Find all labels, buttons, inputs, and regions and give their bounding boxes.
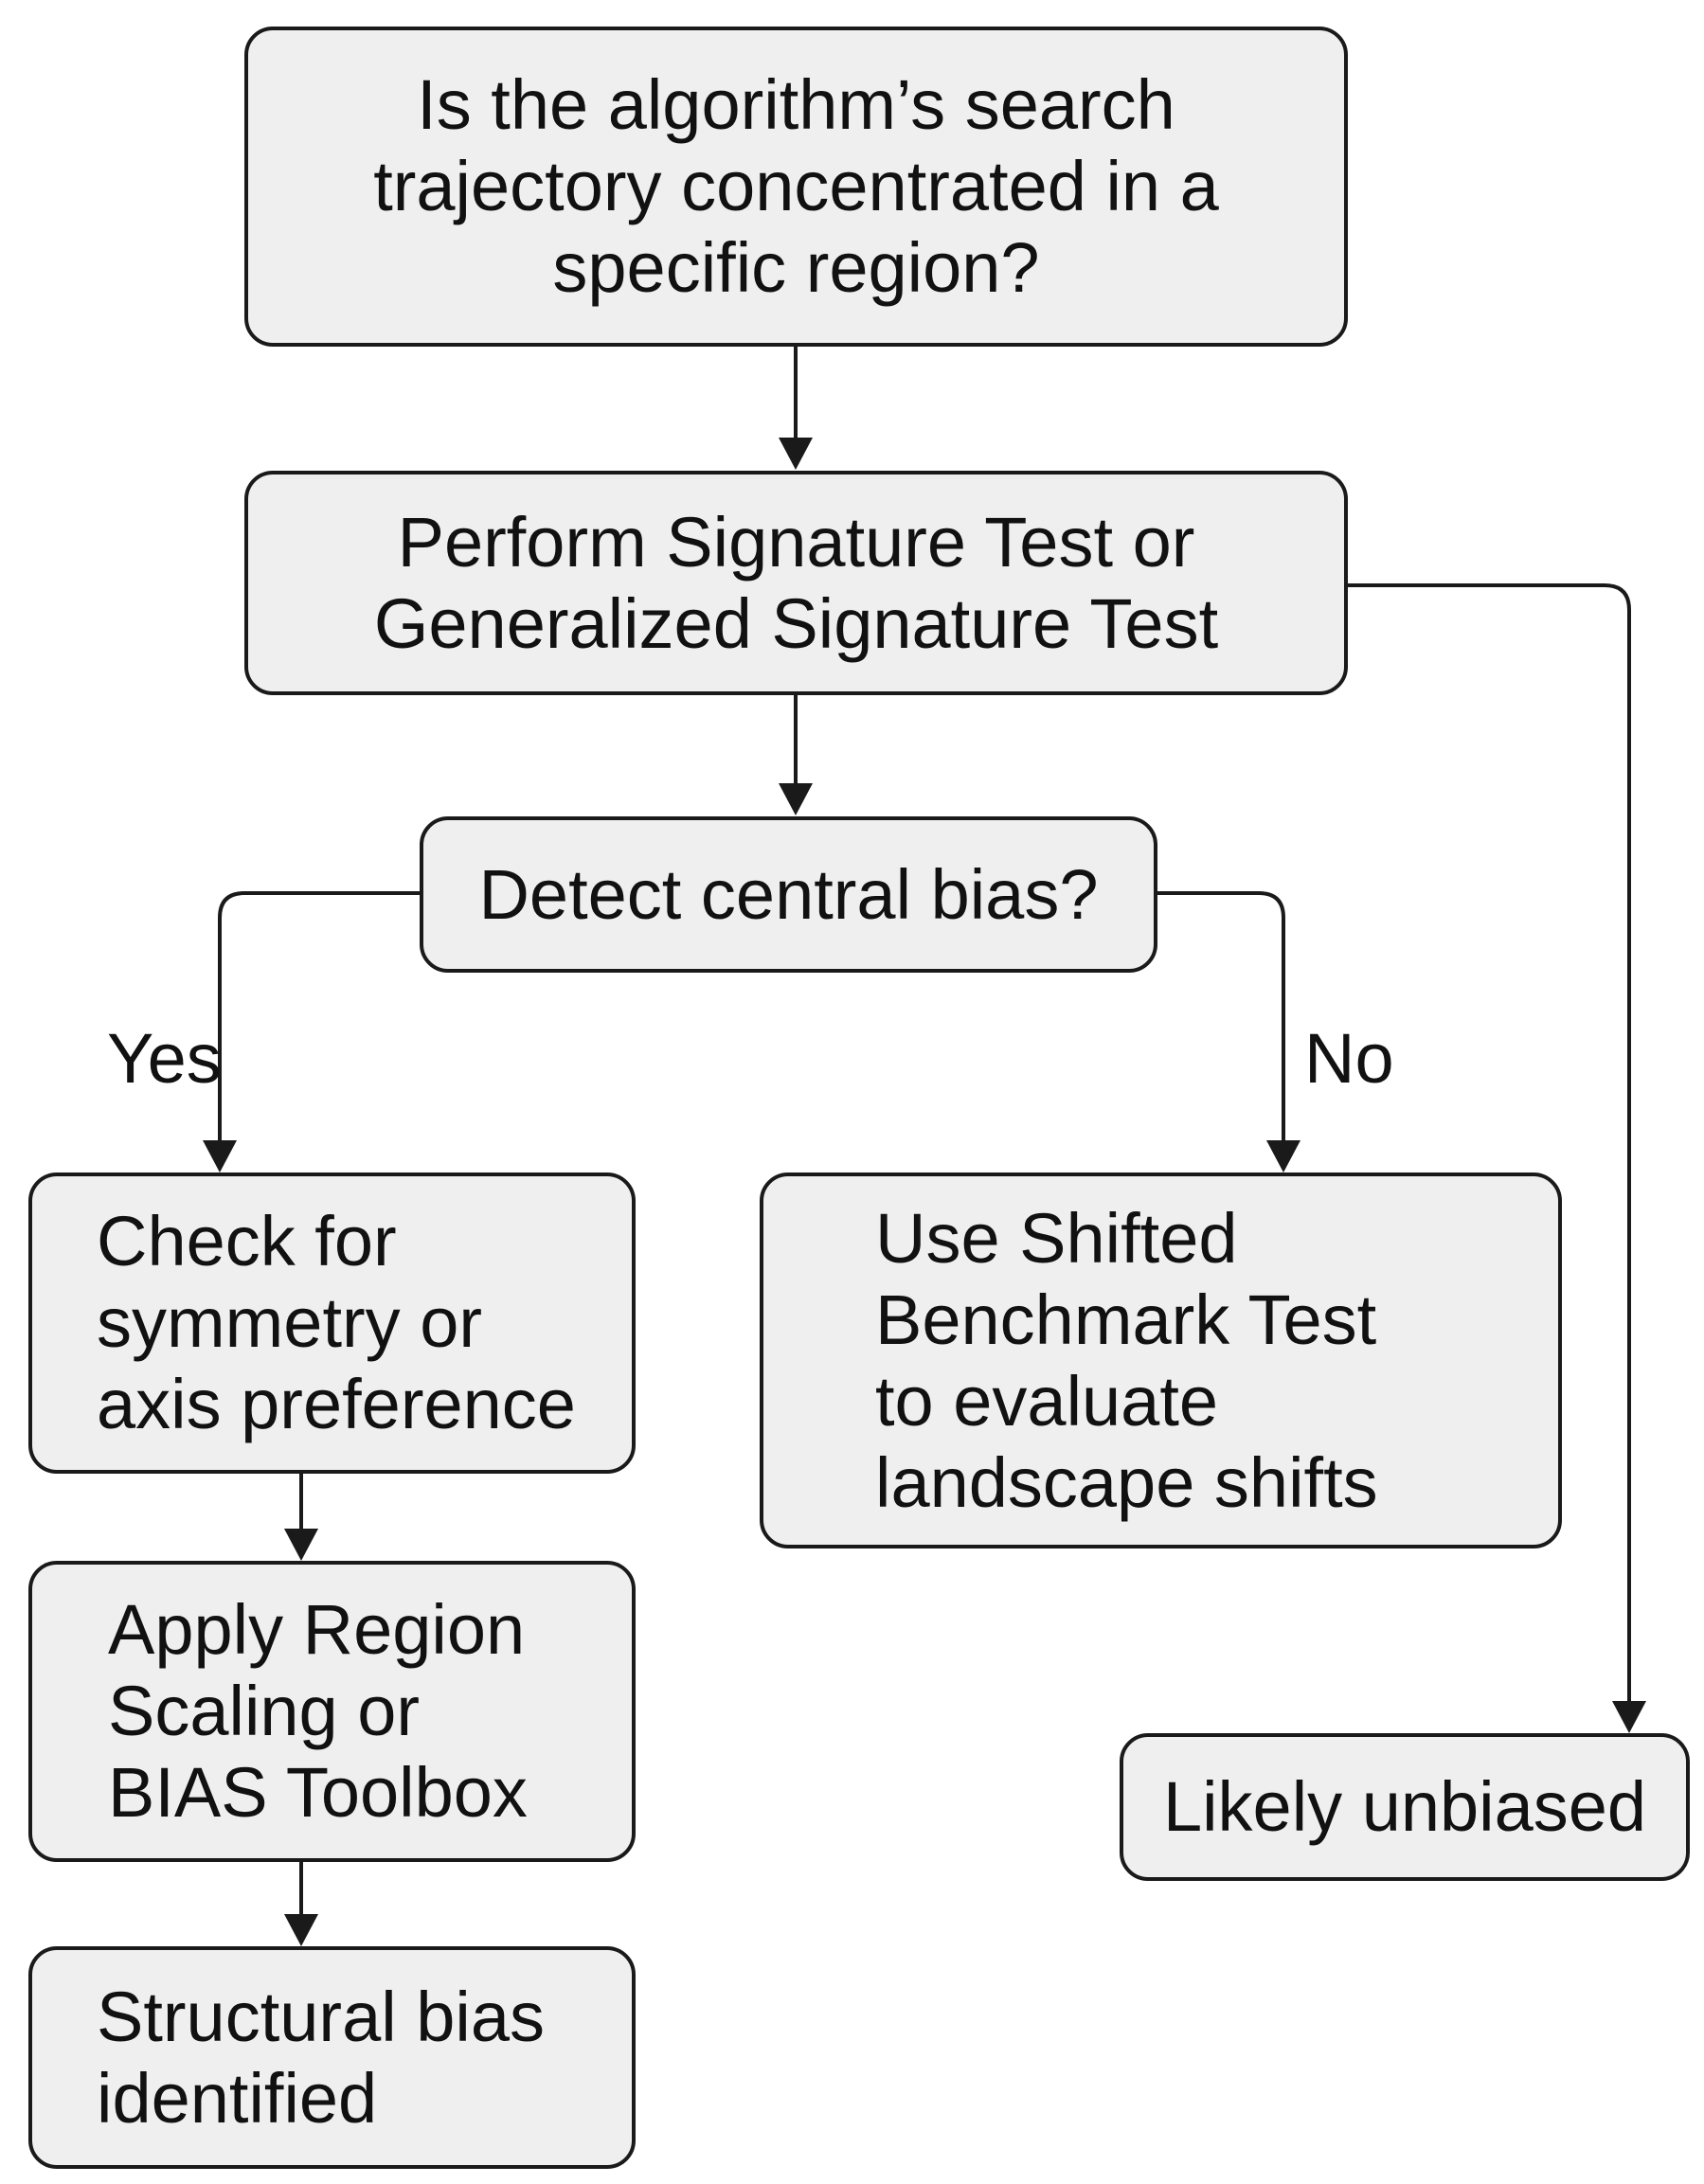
node-region-scaling: Apply Region Scaling or BIAS Toolbox	[28, 1561, 636, 1862]
arrowhead-region	[284, 1529, 318, 1561]
node-structural-bias-identified-label: Structural bias identified	[97, 1977, 545, 2138]
edge-label-yes: Yes	[107, 1019, 222, 1098]
edge-signature-to-unbiased	[1348, 583, 1631, 1709]
arrowhead-signature	[779, 438, 813, 470]
node-likely-unbiased: Likely unbiased	[1120, 1733, 1690, 1881]
node-shifted-benchmark-test: Use Shifted Benchmark Test to evaluate l…	[760, 1173, 1562, 1548]
edge-label-no: No	[1304, 1019, 1394, 1098]
node-likely-unbiased-label: Likely unbiased	[1162, 1767, 1647, 1846]
node-check-symmetry: Check for symmetry or axis preference	[28, 1173, 636, 1474]
node-region-scaling-label: Apply Region Scaling or BIAS Toolbox	[108, 1590, 528, 1832]
arrowhead-shifted	[1266, 1140, 1300, 1173]
node-check-symmetry-label: Check for symmetry or axis preference	[97, 1202, 576, 1443]
node-search-trajectory-question-label: Is the algorithm’s search trajectory con…	[373, 65, 1219, 307]
node-signature-test-label: Perform Signature Test or Generalized Si…	[373, 502, 1219, 663]
node-shifted-benchmark-test-label: Use Shifted Benchmark Test to evaluate l…	[875, 1198, 1378, 1522]
node-structural-bias-identified: Structural bias identified	[28, 1946, 636, 2169]
node-search-trajectory-question: Is the algorithm’s search trajectory con…	[244, 27, 1348, 347]
node-signature-test: Perform Signature Test or Generalized Si…	[244, 471, 1348, 695]
edge-central-to-shifted	[1157, 891, 1285, 1148]
arrowhead-structural	[284, 1914, 318, 1946]
arrowhead-symmetry	[203, 1140, 237, 1173]
arrowhead-central	[779, 783, 813, 815]
node-detect-central-bias-label: Detect central bias?	[478, 854, 1099, 934]
node-detect-central-bias: Detect central bias?	[420, 816, 1157, 973]
edge-central-to-symmetry	[218, 891, 420, 1148]
arrowhead-unbiased	[1612, 1701, 1646, 1733]
